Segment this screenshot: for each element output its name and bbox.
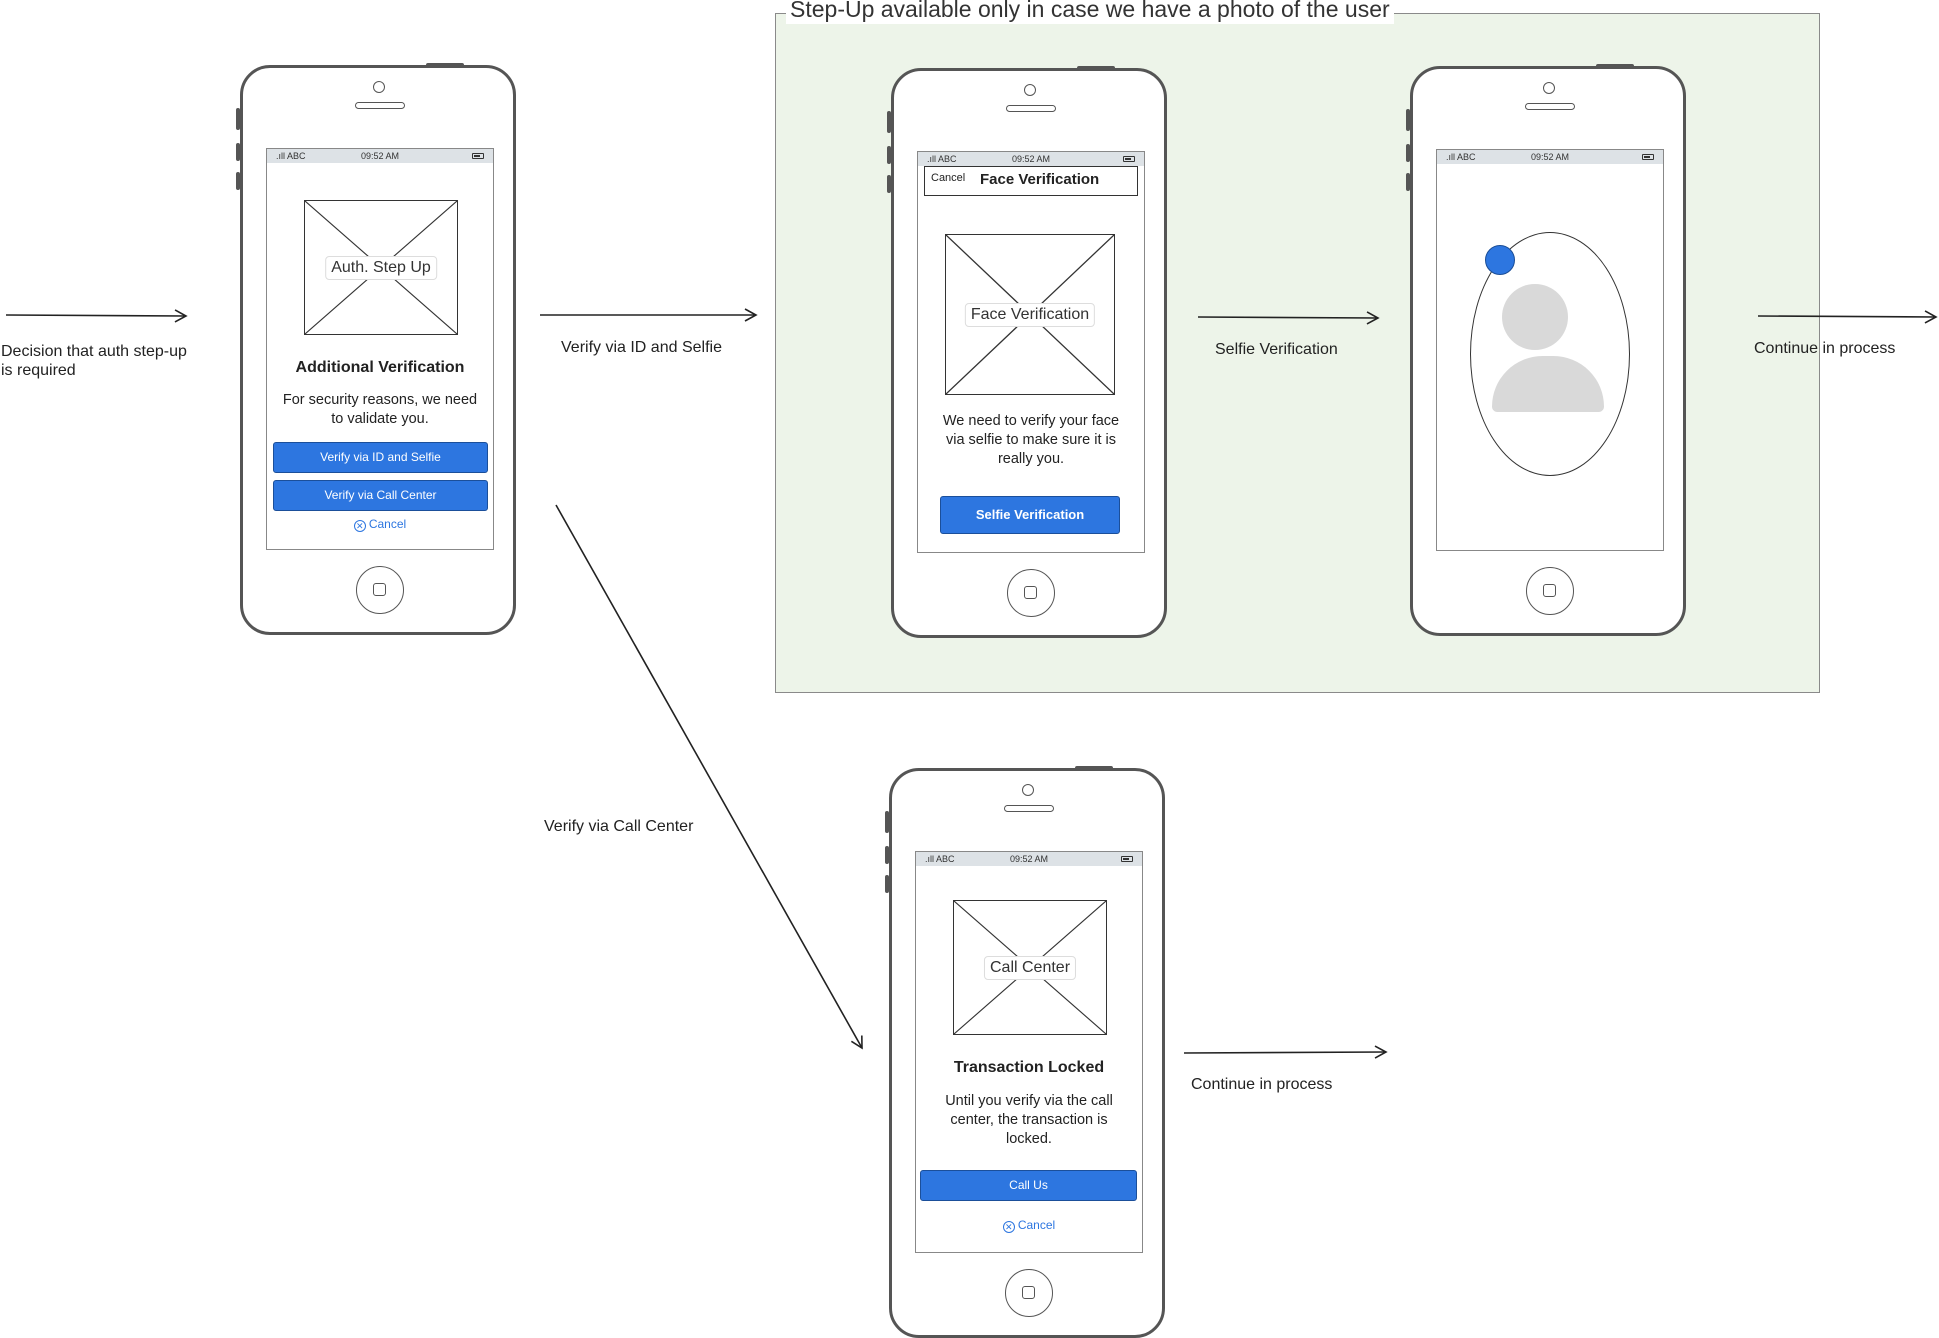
image-placeholder: Face Verification xyxy=(945,234,1115,395)
battery-icon xyxy=(1121,856,1133,862)
close-icon: ✕ xyxy=(353,520,366,532)
home-button[interactable] xyxy=(356,566,404,614)
battery-icon xyxy=(1123,156,1135,162)
image-placeholder-label: Face Verification xyxy=(964,302,1096,327)
label-verify-id-selfie: Verify via ID and Selfie xyxy=(561,339,722,356)
phone-side-button xyxy=(1406,109,1410,131)
phone-top-button xyxy=(1075,766,1113,770)
phone-top-button xyxy=(426,63,464,67)
phone-top-button xyxy=(1077,66,1115,70)
signal-icon: .ıll ABC xyxy=(927,154,957,164)
body-text: Until you verify via the call center, th… xyxy=(945,1093,1113,1147)
phone-side-button xyxy=(236,172,240,190)
image-placeholder-label: Auth. Step Up xyxy=(325,255,437,280)
battery-icon xyxy=(1642,154,1654,160)
screen-selfie-camera: .ıll ABC 09:52 AM xyxy=(1436,149,1664,551)
phone-call-center: .ıll ABC 09:52 AM Call Center Transactio… xyxy=(885,766,1165,1338)
arrow-to-call xyxy=(555,504,863,1050)
close-icon: ✕ xyxy=(1002,1221,1015,1233)
status-time: 09:52 AM xyxy=(1530,152,1570,162)
status-bar: .ıll ABC 09:52 AM xyxy=(918,152,1144,166)
call-us-button[interactable]: Call Us xyxy=(920,1170,1137,1201)
speaker-icon xyxy=(1006,105,1056,112)
camera-icon xyxy=(1024,84,1036,96)
label-continue-1: Continue in process xyxy=(1754,340,1896,357)
arrow-continue-1 xyxy=(1757,310,1938,324)
image-placeholder: Auth. Step Up xyxy=(304,200,458,335)
label-decision: Decision that auth step-up is required xyxy=(1,343,187,379)
status-bar: .ıll ABC 09:52 AM xyxy=(267,149,493,163)
cancel-link[interactable]: ✕Cancel xyxy=(267,517,493,532)
capture-indicator-icon xyxy=(1485,245,1515,275)
signal-icon: .ıll ABC xyxy=(925,854,955,864)
person-head-icon xyxy=(1502,284,1568,350)
phone-top-button xyxy=(1596,64,1634,68)
cancel-link[interactable]: ✕Cancel xyxy=(916,1218,1142,1233)
status-bar: .ıll ABC 09:52 AM xyxy=(1437,150,1663,164)
speaker-icon xyxy=(1004,805,1054,812)
nav-cancel-button[interactable]: Cancel xyxy=(931,172,966,184)
screen-call-center: .ıll ABC 09:52 AM Call Center Transactio… xyxy=(915,851,1143,1253)
nav-title: Face Verification xyxy=(980,171,1100,188)
phone-side-button xyxy=(885,846,889,864)
phone-side-button xyxy=(236,143,240,161)
selfie-verification-button[interactable]: Selfie Verification xyxy=(940,496,1120,534)
body-text: We need to verify your face via selfie t… xyxy=(942,413,1120,467)
heading: Additional Verification xyxy=(295,359,465,376)
label-continue-2: Continue in process xyxy=(1191,1076,1333,1093)
phone-selfie-camera: .ıll ABC 09:52 AM xyxy=(1406,64,1686,636)
screen-face-verification: .ıll ABC 09:52 AM Cancel Face Verificati… xyxy=(917,151,1145,553)
home-button[interactable] xyxy=(1526,567,1574,615)
phone-side-button xyxy=(887,175,891,193)
phone-side-button xyxy=(885,875,889,893)
verify-id-selfie-button[interactable]: Verify via ID and Selfie xyxy=(273,442,488,473)
phone-side-button xyxy=(887,111,891,133)
nav-bar: Cancel Face Verification xyxy=(924,166,1138,196)
label-selfie-verification: Selfie Verification xyxy=(1215,341,1338,358)
camera-icon xyxy=(373,81,385,93)
cancel-label: Cancel xyxy=(1017,1218,1056,1232)
phone-side-button xyxy=(236,108,240,130)
group-title: Step-Up available only in case we have a… xyxy=(786,0,1394,24)
camera-icon xyxy=(1022,784,1034,796)
arrow-continue-2 xyxy=(1183,1045,1388,1059)
battery-icon xyxy=(472,153,484,159)
heading: Transaction Locked xyxy=(953,1059,1105,1076)
phone-side-button xyxy=(1406,173,1410,191)
image-placeholder-label: Call Center xyxy=(983,955,1077,980)
signal-icon: .ıll ABC xyxy=(276,151,306,161)
cancel-label: Cancel xyxy=(368,517,407,531)
phone-side-button xyxy=(1406,144,1410,162)
status-time: 09:52 AM xyxy=(360,151,400,161)
arrow-entry xyxy=(5,309,188,323)
screen-step-up: .ıll ABC 09:52 AM Auth. Step Up Addition… xyxy=(266,148,494,550)
verify-call-center-button[interactable]: Verify via Call Center xyxy=(273,480,488,511)
camera-icon xyxy=(1543,82,1555,94)
signal-icon: .ıll ABC xyxy=(1446,152,1476,162)
image-placeholder: Call Center xyxy=(953,900,1107,1035)
status-time: 09:52 AM xyxy=(1011,154,1051,164)
speaker-icon xyxy=(355,102,405,109)
phone-step-up: .ıll ABC 09:52 AM Auth. Step Up Addition… xyxy=(236,63,516,635)
home-button[interactable] xyxy=(1007,569,1055,617)
face-frame-oval xyxy=(1470,232,1630,476)
status-time: 09:52 AM xyxy=(1009,854,1049,864)
speaker-icon xyxy=(1525,103,1575,110)
label-verify-call-center: Verify via Call Center xyxy=(544,818,694,835)
phone-face-verification: .ıll ABC 09:52 AM Cancel Face Verificati… xyxy=(887,66,1167,638)
phone-side-button xyxy=(887,146,891,164)
phone-side-button xyxy=(885,811,889,833)
status-bar: .ıll ABC 09:52 AM xyxy=(916,852,1142,866)
body-text: For security reasons, we need to validat… xyxy=(282,392,478,427)
arrow-to-camera xyxy=(1197,311,1380,325)
home-button[interactable] xyxy=(1005,1269,1053,1317)
